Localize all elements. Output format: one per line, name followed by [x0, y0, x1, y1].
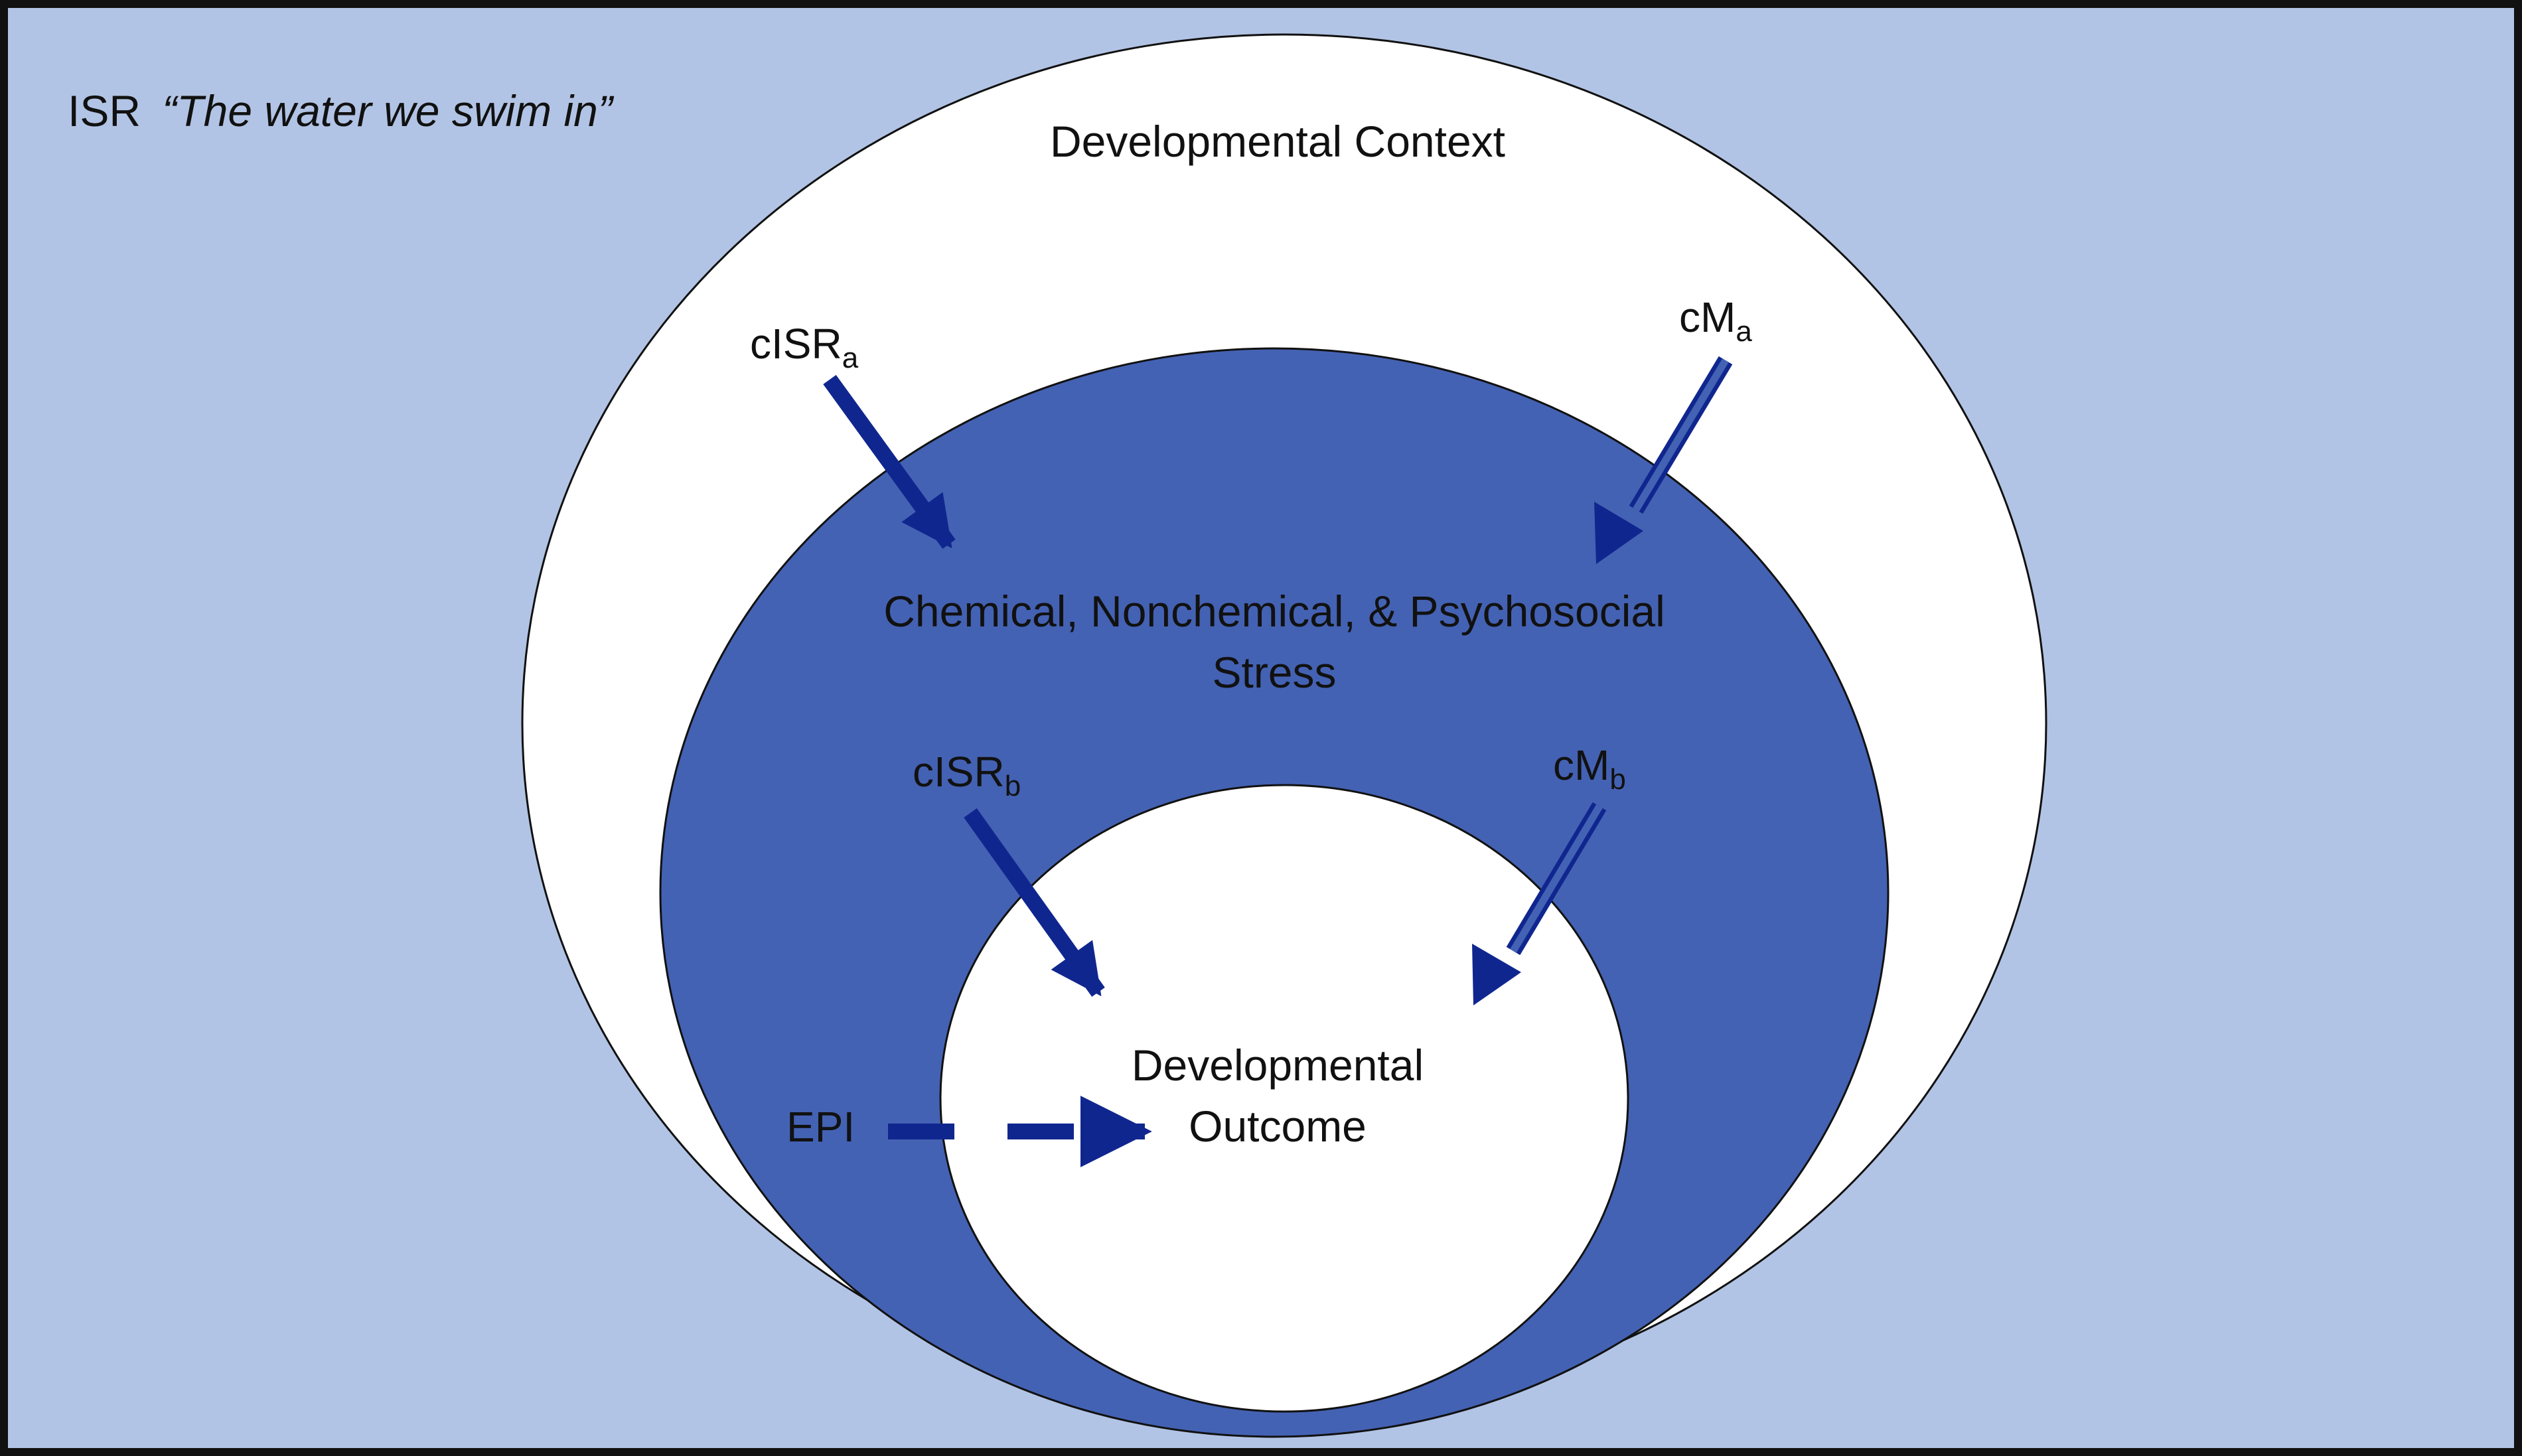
cm-b-double-arrow [1472, 802, 1607, 1005]
stress-label-line2: Stress [1212, 648, 1336, 697]
cm-b-label: cMb [1553, 741, 1626, 796]
developmental-outcome-label-line1: Developmental [1132, 1041, 1424, 1090]
developmental-outcome-ellipse [939, 784, 1629, 1413]
stress-label-line1: Chemical, Nonchemical, & Psychosocial [883, 587, 1665, 636]
cisr-b-label: cISRb [913, 748, 1021, 802]
cm-a-label: cMa [1679, 293, 1752, 348]
developmental-outcome-label-line2: Outcome [1189, 1102, 1367, 1151]
developmental-context-label: Developmental Context [1050, 117, 1505, 166]
cisr-a-subscript: a [842, 342, 859, 374]
cm-a-subscript: a [1736, 315, 1752, 348]
epi-label: EPI [786, 1103, 855, 1151]
cm-b-subscript: b [1609, 763, 1625, 796]
isr-label-prefix: ISR [68, 86, 141, 135]
cisr-b-arrow [964, 808, 1105, 997]
cisr-a-arrow [823, 374, 956, 549]
cm-a-double-arrow [1594, 356, 1733, 564]
isr-corner-label: ISR “The water we swim in” [68, 86, 615, 135]
isr-label-quote: “The water we swim in” [162, 86, 614, 135]
cisr-b-subscript: b [1005, 770, 1021, 802]
cisr-a-label: cISRa [750, 320, 859, 374]
